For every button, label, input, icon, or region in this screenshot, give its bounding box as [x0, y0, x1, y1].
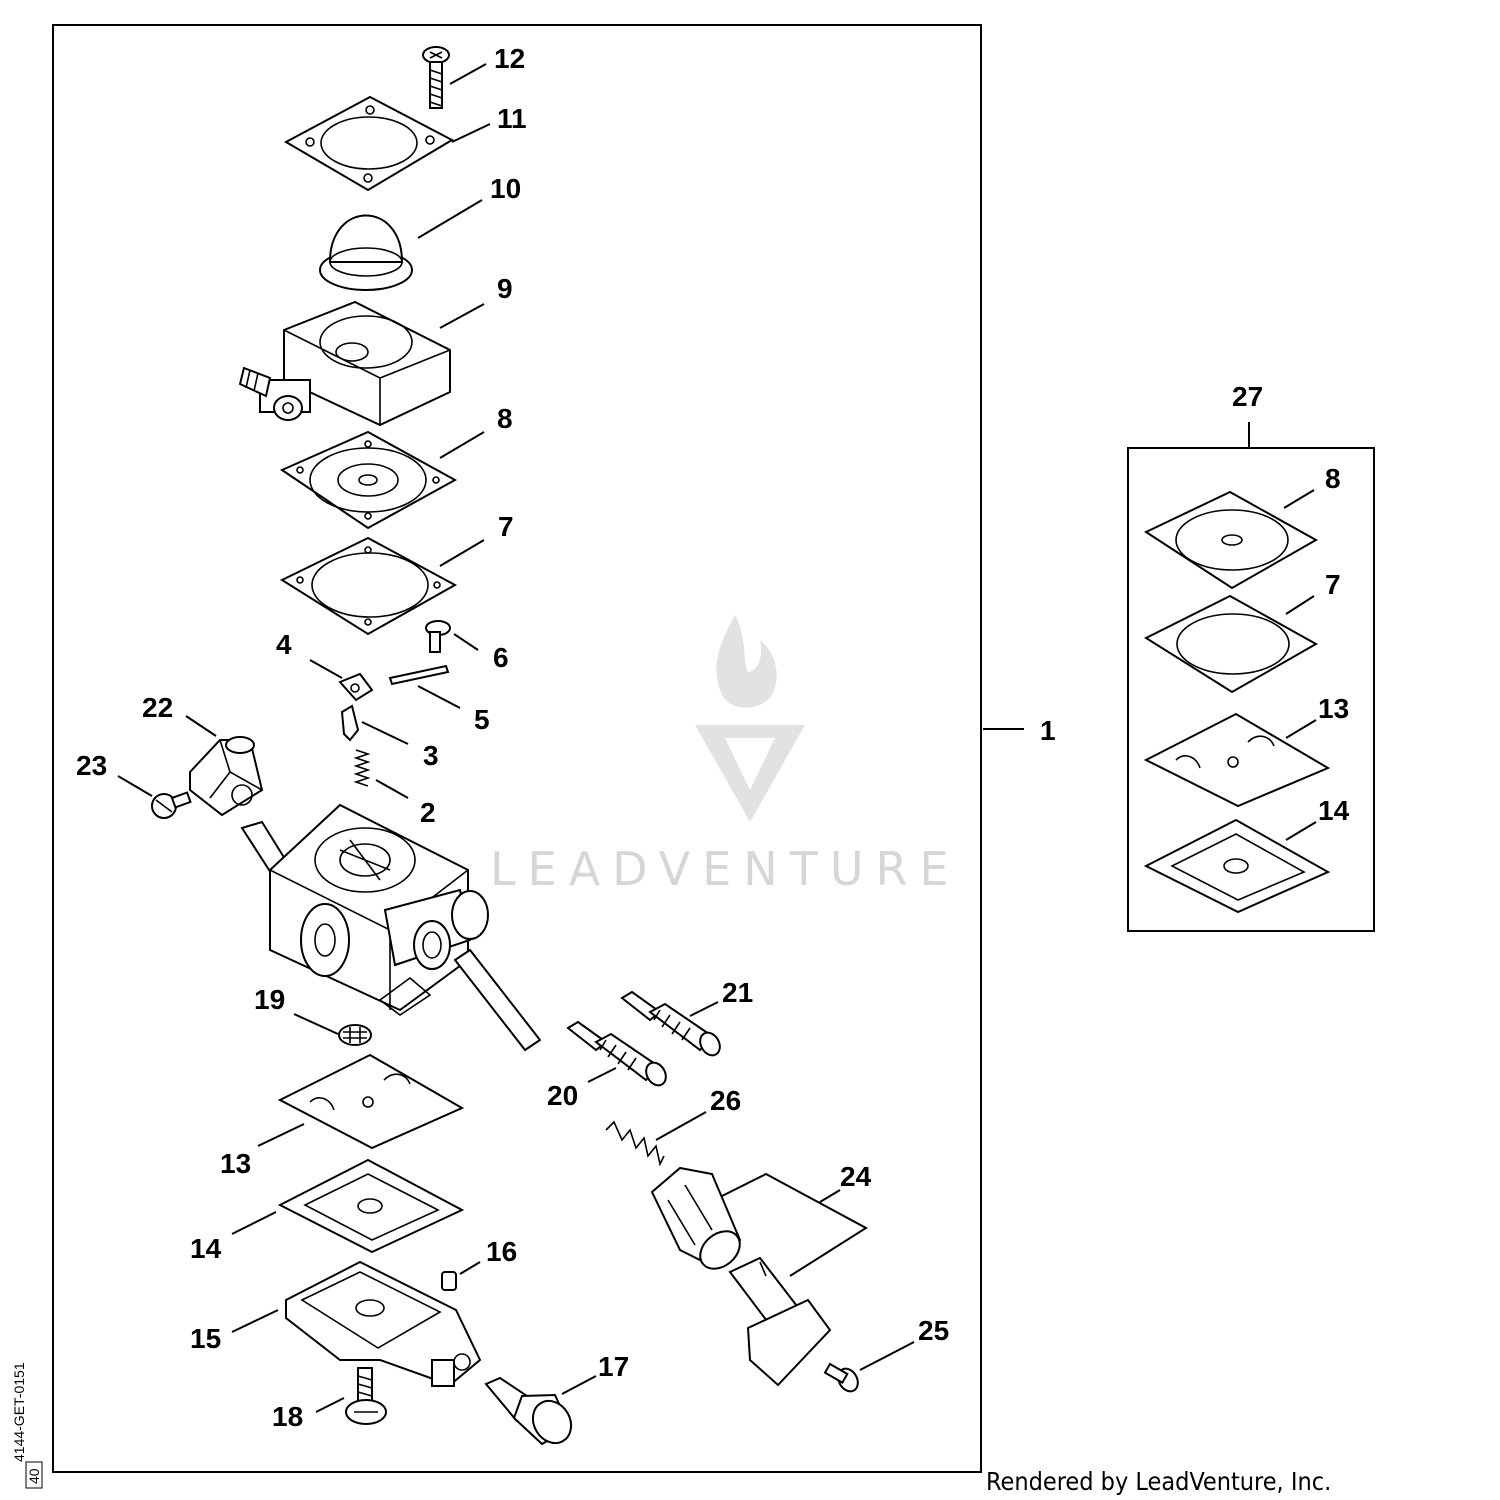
watermark-logo: [695, 615, 805, 822]
pin-5-icon: [388, 664, 450, 686]
screw-6-icon: [425, 620, 451, 653]
callout-11: 11: [497, 103, 527, 134]
gasket-7-icon: [279, 536, 458, 636]
end-cover-15-icon: [285, 1260, 482, 1387]
screen-19-icon: [338, 1024, 372, 1046]
callout-7: 7: [498, 511, 514, 542]
screw-12-icon: [422, 46, 450, 109]
callout-25: 25: [918, 1315, 949, 1346]
callout-16: 16: [486, 1236, 517, 1267]
pump-cover-9-icon: [238, 300, 451, 427]
callout-15: 15: [190, 1323, 221, 1354]
footer-credit: Rendered by LeadVenture, Inc.: [986, 1467, 1331, 1496]
adjuster-17-icon: [484, 1376, 573, 1446]
callout-5: 5: [474, 704, 490, 735]
callout-23: 23: [76, 750, 107, 781]
screw-18-icon: [345, 1367, 387, 1425]
lever-4-icon: [338, 672, 374, 702]
kit-diaphragm-8-icon: [1143, 490, 1319, 590]
callout-21: 21: [722, 977, 753, 1008]
callout-19: 19: [254, 984, 285, 1015]
callout-4: 4: [276, 629, 292, 660]
callout-24: 24: [840, 1161, 872, 1192]
callout-18: 18: [272, 1401, 303, 1432]
needle-3-icon: [340, 704, 360, 742]
plug-16-icon: [441, 1271, 457, 1291]
callout-9: 9: [497, 273, 513, 304]
carburetor-body-icon: [240, 803, 542, 1052]
callout-6: 6: [493, 642, 509, 673]
kit-diaphragm-13-icon: [1143, 712, 1331, 808]
callout-17: 17: [598, 1351, 629, 1382]
diaphragm-8-icon: [279, 430, 458, 530]
diaphragm-13-icon: [277, 1053, 465, 1150]
callout-labels: 12 11 10 9 8 7 6 4 5 3 2 22 23 19 13 14 …: [76, 43, 1350, 1432]
callout-8: 8: [497, 403, 513, 434]
callout-26: 26: [710, 1085, 741, 1116]
clamp-22-icon: [189, 736, 264, 817]
leader-lines: [117, 63, 1317, 1413]
callout-27: 27: [1232, 381, 1263, 412]
watermark-text: LEADVENTURE: [490, 842, 961, 896]
kit-callout-13: 13: [1318, 693, 1349, 724]
gasket-14-icon: [277, 1158, 465, 1254]
high-speed-screw-21-icon: [620, 990, 721, 1057]
kit-callout-14: 14: [1318, 795, 1350, 826]
callout-13: 13: [220, 1148, 251, 1179]
screw-25-icon: [823, 1362, 859, 1393]
callout-10: 10: [490, 173, 521, 204]
kit-gasket-14-icon: [1143, 818, 1331, 914]
callout-22: 22: [142, 692, 173, 723]
screw-23-icon: [151, 791, 192, 819]
callout-3: 3: [423, 740, 439, 771]
drawing-rev: 40: [26, 1468, 42, 1484]
low-speed-screw-20-icon: [566, 1020, 667, 1087]
drawing-code: 4144-GET-0151: [11, 1362, 27, 1462]
idle-assembly-24-icon: [650, 1166, 832, 1387]
spring-26-icon: [605, 1120, 665, 1167]
kit-frame: [1127, 447, 1375, 932]
callout-20: 20: [547, 1080, 578, 1111]
gasket-11-icon: [283, 95, 455, 192]
drawing-rev-box: [25, 1461, 43, 1489]
callout-12: 12: [494, 43, 525, 74]
spring-2-icon: [353, 749, 371, 787]
kit-callout-8: 8: [1325, 463, 1341, 494]
kit-gasket-7-icon: [1143, 594, 1319, 694]
callout-1: 1: [1040, 715, 1056, 746]
main-assembly-frame: [52, 24, 982, 1473]
primer-bulb-10-icon: [319, 214, 413, 291]
callout-14: 14: [190, 1233, 222, 1264]
callout-2: 2: [420, 797, 436, 828]
kit-callout-7: 7: [1325, 569, 1341, 600]
